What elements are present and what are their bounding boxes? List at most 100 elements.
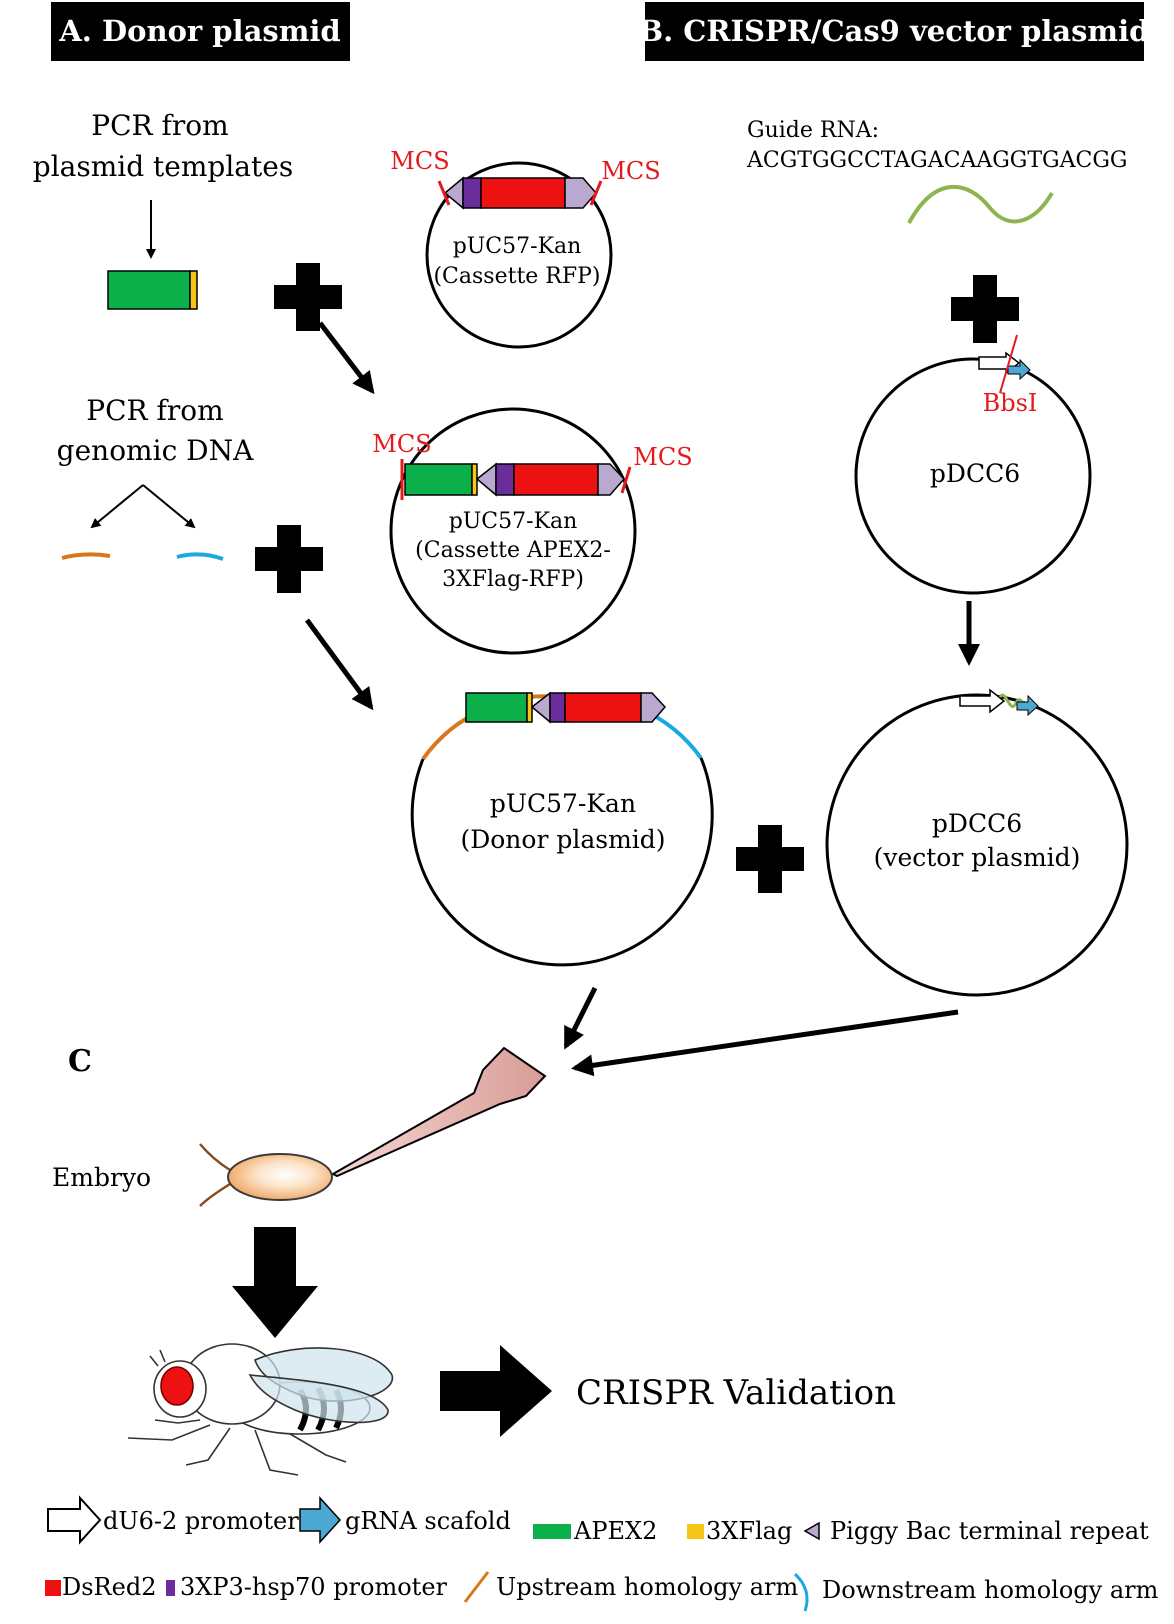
legend-item-upstream: Upstream homology arm <box>463 1571 798 1603</box>
mcs-label: MCS <box>390 147 449 175</box>
promoter-block <box>462 177 482 209</box>
promoter-swatch <box>166 1580 175 1596</box>
guide-rna-strand <box>907 185 1054 224</box>
mcs-cut-right <box>620 466 632 494</box>
flow-arrow <box>318 321 375 395</box>
plasmid-cassette-apex2-flag-rfp: MCS MCS pUC57-Kan (Cassette APEX2- 3XFla… <box>372 407 693 655</box>
pcr-genomic-label-line1: PCR from <box>86 394 223 427</box>
upstream-arm-fragment <box>61 552 111 560</box>
legend-label: DsRed2 <box>62 1573 156 1601</box>
scaffold-icon <box>299 1496 342 1544</box>
plasmid-pdcc6-vector: pDCC6 (vector plasmid) <box>825 688 1129 997</box>
piggybac-left <box>475 462 497 497</box>
legend-item-du6: dU6-2 promoter <box>47 1495 299 1545</box>
plasmid-name: pUC57-Kan <box>449 509 578 534</box>
legend-label: dU6-2 promoter <box>103 1507 299 1535</box>
panel-a-title: A. Donor plasmid <box>58 14 340 48</box>
plasmid-circle <box>825 693 1129 997</box>
promoter-block <box>495 463 515 496</box>
result-label: CRISPR Validation <box>576 1373 896 1413</box>
downstream-arm-icon <box>793 1572 809 1612</box>
plasmid-circle <box>389 407 637 655</box>
mcs-label: MCS <box>633 443 692 471</box>
upstream-arm-icon <box>463 1571 490 1603</box>
plus-icon <box>736 825 804 893</box>
legend-label: 3XP3-hsp70 promoter <box>180 1573 448 1601</box>
panel-b-header: B. CRISPR/Cas9 vector plasmid <box>639 2 1150 61</box>
plus-icon <box>951 275 1019 343</box>
apex2-block <box>404 463 473 496</box>
apex2-block <box>465 692 528 723</box>
downstream-arm-fragment <box>176 552 224 561</box>
plasmid-name: pUC57-Kan <box>453 234 582 259</box>
injection-needle <box>330 1046 547 1178</box>
plasmid-cassette-rfp: MCS MCS pUC57-Kan (Cassette RFP) <box>390 147 661 349</box>
plasmid-circle <box>425 161 613 349</box>
legend-item-promoter: 3XP3-hsp70 promoter <box>166 1573 448 1601</box>
scaffold-icon <box>1016 694 1039 717</box>
panel-c-title: C <box>68 1044 92 1079</box>
embryo-icon <box>199 1143 333 1207</box>
legend-label: Piggy Bac terminal repeat <box>830 1517 1149 1545</box>
dsred-block <box>564 692 642 723</box>
promoter-block <box>549 692 566 723</box>
legend-label: gRNA scafold <box>345 1507 511 1535</box>
big-arrow-right-icon <box>440 1345 552 1437</box>
legend-item-downstream: Downstream homology arm <box>793 1572 1159 1612</box>
panel-a-header: A. Donor plasmid <box>51 2 350 61</box>
panel-b-title: B. CRISPR/Cas9 vector plasmid <box>639 14 1150 48</box>
plasmid-donor: pUC57-Kan (Donor plasmid) <box>410 691 714 967</box>
mcs-label: MCS <box>601 157 660 185</box>
bbsi-label: BbsI <box>983 389 1038 417</box>
du6-promoter-icon <box>47 1495 102 1545</box>
big-arrow-down-icon <box>232 1227 318 1338</box>
dsred-block <box>513 463 599 496</box>
flag-block <box>189 270 198 310</box>
legend-item-piggybac: Piggy Bac terminal repeat <box>803 1517 1149 1545</box>
flag-block <box>526 692 533 723</box>
plus-icon <box>255 525 323 593</box>
mcs-cut-left <box>437 180 451 206</box>
plasmid-backbone <box>410 757 714 967</box>
piggybac-right <box>640 692 667 723</box>
piggybac-icon <box>803 1521 820 1541</box>
plasmid-desc: (Donor plasmid) <box>460 825 665 854</box>
legend-label: APEX2 <box>573 1517 657 1545</box>
flow-arrow <box>563 986 598 1050</box>
legend: dU6-2 promoter gRNA scafold APEX2 3XFlag… <box>45 1495 1159 1612</box>
legend-label: Upstream homology arm <box>496 1573 798 1601</box>
plasmid-desc: (Cassette APEX2- <box>415 538 611 563</box>
legend-label: Downstream homology arm <box>822 1576 1159 1604</box>
plasmid-name: pDCC6 <box>930 459 1020 488</box>
legend-label: 3XFlag <box>706 1517 792 1545</box>
plasmid-circle <box>854 357 1092 595</box>
guide-rna-sequence: ACGTGGCCTAGACAAGGTGACGG <box>746 148 1127 173</box>
flow-arrow <box>571 1009 959 1077</box>
bbsi-cut <box>999 334 1018 394</box>
pcr-plasmid-label-line1: PCR from <box>91 109 228 142</box>
piggybac-right <box>564 177 597 209</box>
plasmid-desc: 3XFlag-RFP) <box>442 567 584 592</box>
flag-block <box>471 463 478 496</box>
embryo-label: Embryo <box>52 1163 151 1192</box>
plasmid-name: pUC57-Kan <box>490 789 636 818</box>
legend-item-flag: 3XFlag <box>687 1517 792 1545</box>
genomic-arrow-right <box>142 484 196 529</box>
apex2-swatch <box>533 1524 571 1539</box>
pcr-product-apex2-flag <box>107 270 198 310</box>
piggybac-right <box>597 463 626 496</box>
legend-item-dsred: DsRed2 <box>45 1573 156 1601</box>
legend-item-scaffold: gRNA scafold <box>299 1496 511 1544</box>
genomic-arrow-left <box>90 484 144 529</box>
mcs-label: MCS <box>372 430 431 458</box>
legend-item-apex2: APEX2 <box>533 1517 657 1545</box>
fruit-fly-icon <box>127 1343 394 1476</box>
dsred-block <box>480 177 566 209</box>
flag-swatch <box>687 1524 704 1539</box>
scaffold-icon <box>1007 358 1031 381</box>
du6-promoter-icon <box>959 688 1006 714</box>
plasmid-name: pDCC6 <box>932 809 1022 838</box>
plasmid-desc: (Cassette RFP) <box>433 264 600 289</box>
guide-rna-label: Guide RNA: <box>747 118 879 143</box>
pcr-genomic-label-line2: genomic DNA <box>57 434 254 467</box>
